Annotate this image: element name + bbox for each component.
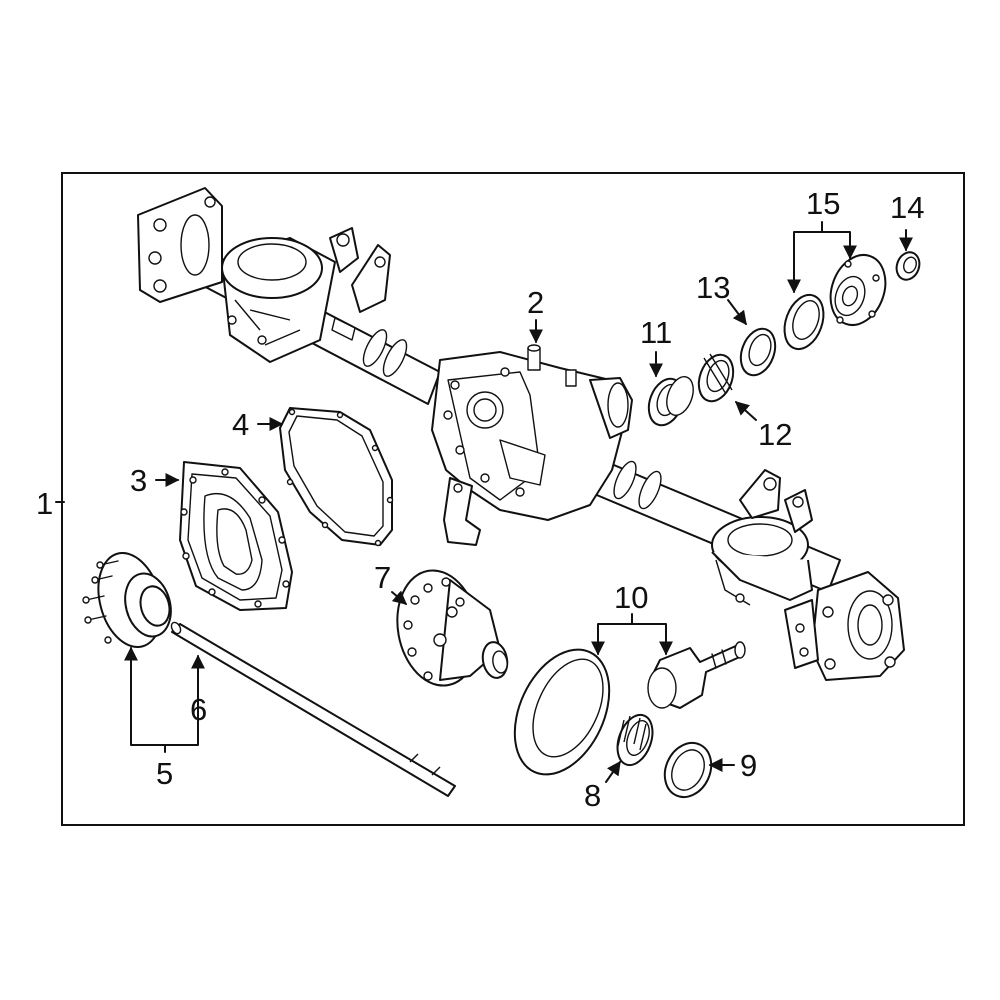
callout-11: 11 <box>640 315 672 350</box>
differential-cover <box>179 461 293 611</box>
leader-lines <box>55 221 913 783</box>
callout-2: 2 <box>527 285 544 320</box>
differential-case <box>396 569 509 687</box>
callout-1: 1 <box>36 486 53 521</box>
callout-14: 14 <box>890 190 924 225</box>
callout-12: 12 <box>758 417 792 452</box>
callout-7: 7 <box>374 560 391 595</box>
callout-8: 8 <box>584 778 601 813</box>
callout-15: 15 <box>806 186 840 221</box>
outer-pinion-bearing <box>697 353 735 403</box>
pinion-shim <box>663 741 713 799</box>
ring-gear <box>513 648 611 776</box>
pinion-seal <box>783 293 825 351</box>
pinion-bearing <box>616 713 654 767</box>
callout-10: 10 <box>614 580 648 615</box>
callout-3: 3 <box>130 463 147 498</box>
callout-13: 13 <box>696 270 730 305</box>
callout-6: 6 <box>190 692 207 727</box>
pinion-nut <box>895 251 921 281</box>
bearing-race <box>739 327 777 377</box>
wheel-hub <box>82 551 172 649</box>
pinion-gear <box>647 641 746 709</box>
cover-gasket <box>279 407 394 547</box>
callout-4: 4 <box>232 407 249 442</box>
diagram-frame <box>61 172 965 826</box>
pinion-bearing-race <box>647 376 694 427</box>
pinion-flange <box>829 254 887 326</box>
axle-housing-assembly <box>137 187 905 681</box>
callout-5: 5 <box>156 756 173 791</box>
callout-9: 9 <box>740 748 757 783</box>
axle-shaft <box>170 621 456 797</box>
